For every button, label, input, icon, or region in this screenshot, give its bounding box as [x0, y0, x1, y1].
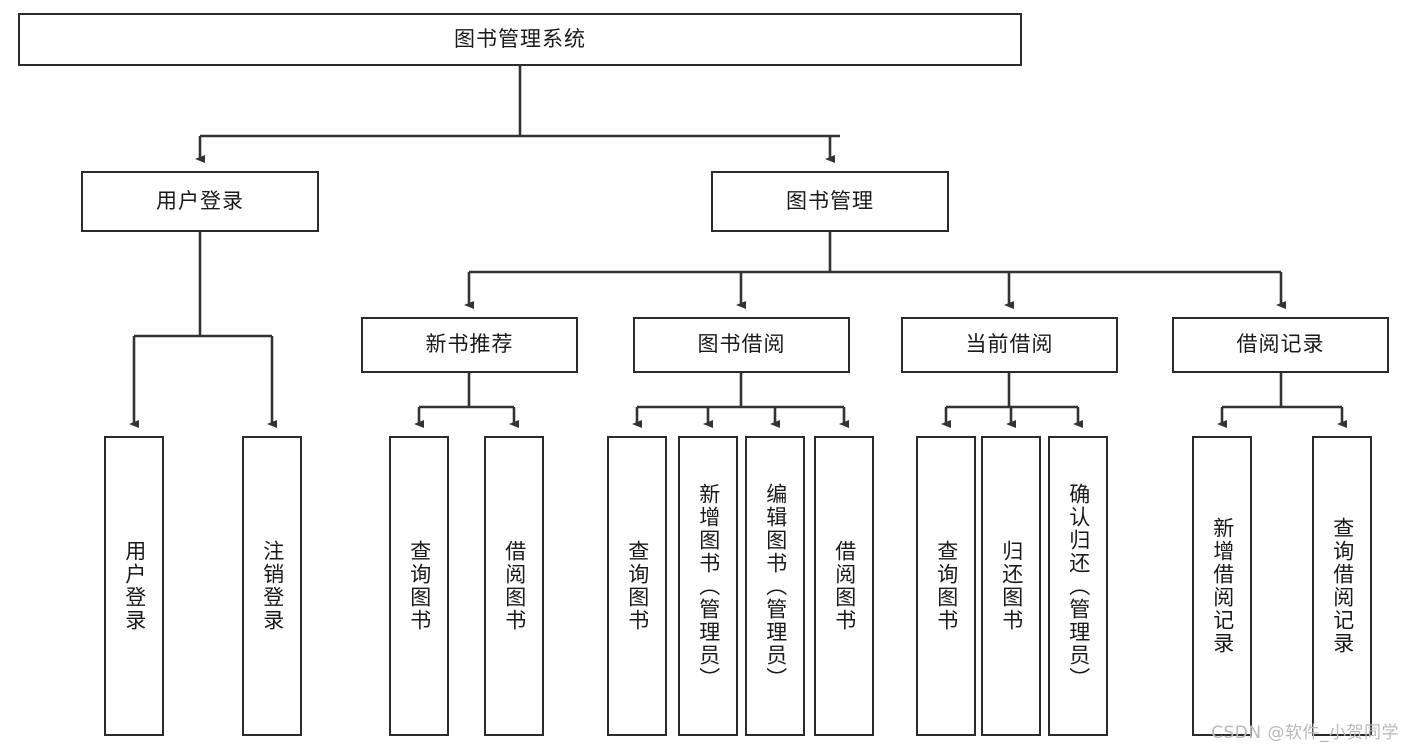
node-book-borrow-label: 图书借阅 [697, 332, 786, 357]
node-new-book-recommend-label: 新书推荐 [425, 332, 514, 357]
leaf-current-return[interactable]: 归还图书 [981, 436, 1041, 736]
leaf-records-query-label: 查询借阅记录 [1330, 517, 1355, 655]
leaf-user-logout-label: 注销登录 [260, 540, 285, 632]
node-book-management[interactable]: 图书管理 [711, 171, 949, 232]
node-root[interactable]: 图书管理系统 [18, 13, 1022, 66]
leaf-borrow-edit-book[interactable]: 编辑图书（管理员） [745, 436, 805, 736]
node-current-borrow-label: 当前借阅 [965, 332, 1054, 357]
node-root-label: 图书管理系统 [454, 26, 586, 51]
leaf-borrow-lend-book[interactable]: 借阅图书 [814, 436, 874, 736]
leaf-current-confirm-return[interactable]: 确认归还（管理员） [1048, 436, 1108, 736]
leaf-borrow-add-book-label: 新增图书（管理员） [696, 482, 721, 690]
leaf-current-confirm-return-label: 确认归还（管理员） [1066, 482, 1091, 690]
node-user-login-label: 用户登录 [156, 188, 244, 213]
leaf-borrow-edit-book-label: 编辑图书（管理员） [763, 482, 788, 690]
leaf-records-add-label: 新增借阅记录 [1210, 517, 1235, 655]
node-book-management-label: 图书管理 [786, 188, 874, 213]
csdn-watermark: CSDN @软件_小贺同学 [1211, 723, 1399, 743]
node-user-login[interactable]: 用户登录 [81, 171, 319, 232]
leaf-records-query[interactable]: 查询借阅记录 [1312, 436, 1372, 736]
leaf-new-book-query-label: 查询图书 [407, 540, 432, 632]
node-book-borrow[interactable]: 图书借阅 [633, 317, 850, 373]
leaf-new-book-query[interactable]: 查询图书 [389, 436, 449, 736]
node-borrow-records[interactable]: 借阅记录 [1172, 317, 1389, 373]
leaf-current-query-label: 查询图书 [934, 540, 959, 632]
leaf-user-login-label: 用户登录 [122, 540, 147, 632]
leaf-records-add[interactable]: 新增借阅记录 [1192, 436, 1252, 736]
leaf-current-return-label: 归还图书 [999, 540, 1024, 632]
leaf-current-query[interactable]: 查询图书 [916, 436, 976, 736]
leaf-new-book-borrow[interactable]: 借阅图书 [484, 436, 544, 736]
leaf-user-login[interactable]: 用户登录 [104, 436, 164, 736]
leaf-borrow-add-book[interactable]: 新增图书（管理员） [678, 436, 738, 736]
leaf-new-book-borrow-label: 借阅图书 [502, 540, 527, 632]
leaf-user-logout[interactable]: 注销登录 [242, 436, 302, 736]
node-new-book-recommend[interactable]: 新书推荐 [361, 317, 578, 373]
node-current-borrow[interactable]: 当前借阅 [901, 317, 1118, 373]
leaf-borrow-lend-book-label: 借阅图书 [832, 540, 857, 632]
leaf-borrow-query-label: 查询图书 [625, 540, 650, 632]
leaf-borrow-query[interactable]: 查询图书 [607, 436, 667, 736]
node-borrow-records-label: 借阅记录 [1236, 332, 1325, 357]
